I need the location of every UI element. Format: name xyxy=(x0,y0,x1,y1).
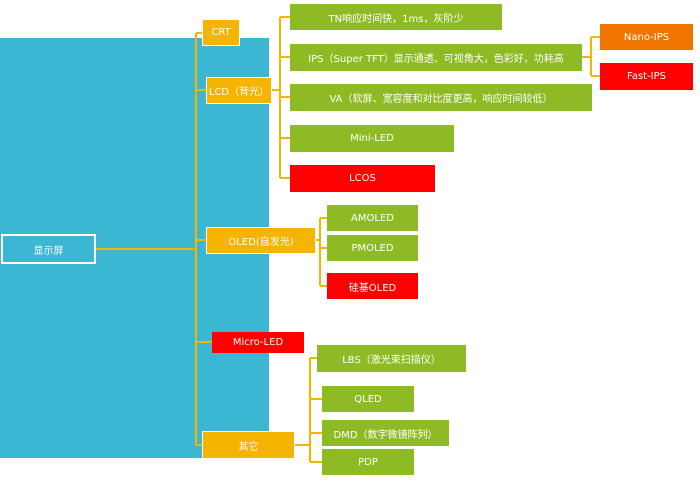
lcd-lcos[interactable]: LCOS xyxy=(290,165,435,192)
root-node[interactable]: 显示屏 xyxy=(1,234,96,264)
lcd-va[interactable]: VA（软屏、宽容度和对比度更高，响应时间较低） xyxy=(290,84,592,111)
ips-nano[interactable]: Nano-IPS xyxy=(600,24,693,50)
branch-lcd[interactable]: LCD（背光） xyxy=(206,77,272,104)
branch-oled[interactable]: OLED(自发光) xyxy=(206,227,316,254)
branch-other[interactable]: 其它 xyxy=(202,431,295,459)
ips-fast[interactable]: Fast-IPS xyxy=(600,63,693,90)
other-dmd[interactable]: DMD（数字微镜阵列） xyxy=(322,420,449,446)
oled-amoled[interactable]: AMOLED xyxy=(327,205,418,231)
branch-micro-led[interactable]: Micro-LED xyxy=(212,332,304,353)
other-qled[interactable]: QLED xyxy=(322,386,414,412)
lcd-ips[interactable]: IPS（Super TFT）显示通透、可视角大，色彩好，功耗高 xyxy=(290,44,582,71)
oled-pmoled[interactable]: PMOLED xyxy=(327,235,418,261)
other-pdp[interactable]: PDP xyxy=(322,449,414,475)
oled-silicon[interactable]: 硅基OLED xyxy=(327,273,418,299)
branch-crt[interactable]: CRT xyxy=(202,19,240,46)
other-lbs[interactable]: LBS（激光束扫描仪） xyxy=(317,345,466,372)
lcd-tn[interactable]: TN响应时间快，1ms，灰阶少 xyxy=(290,4,502,30)
lcd-mini-led[interactable]: Mini-LED xyxy=(290,125,454,152)
